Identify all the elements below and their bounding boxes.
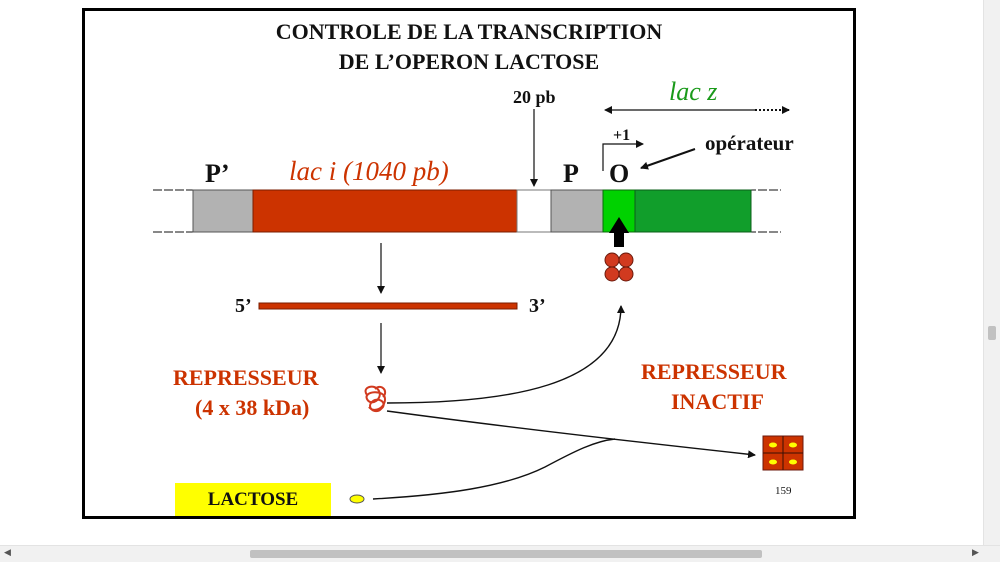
horizontal-scroll-thumb[interactable] xyxy=(250,550,762,558)
operateur-label: opérateur xyxy=(705,131,794,155)
lactose-curve xyxy=(372,438,616,500)
p-prime-segment xyxy=(192,189,254,233)
represseur-size-label: (4 x 38 kDa) xyxy=(195,395,310,420)
pb20-label: 20 pb xyxy=(513,87,556,107)
lac-z-label: lac z xyxy=(669,77,718,106)
p-label: P xyxy=(563,159,579,188)
title-line-1: CONTROLE DE LA TRANSCRIPTION xyxy=(275,19,663,44)
title-line-2: DE L’OPERON LACTOSE xyxy=(338,49,600,74)
represseur-label: REPRESSEUR xyxy=(173,365,319,390)
p-prime-label: P’ xyxy=(205,159,230,188)
o-label: O xyxy=(609,159,630,188)
operateur-arrow xyxy=(640,148,696,170)
vertical-scroll-thumb[interactable] xyxy=(988,326,996,340)
tangled-protein-icon xyxy=(364,385,387,413)
mrna-bar xyxy=(258,302,518,310)
scroll-left-icon[interactable]: ◀ xyxy=(4,548,11,558)
lactose-oval-icon xyxy=(349,494,365,504)
operon-diagram xyxy=(153,106,804,516)
binding-curve xyxy=(386,305,625,404)
binding-arrow xyxy=(609,217,629,247)
transcription-start-arrow xyxy=(602,140,644,171)
spacer-segment xyxy=(516,189,552,233)
plus1-label: +1 xyxy=(613,127,631,144)
represseur-inactif-label-2: INACTIF xyxy=(671,389,764,414)
slide: CONTROLE DE LA TRANSCRIPTION DE L’OPERON… xyxy=(82,8,856,519)
repressor-tetramer-icon xyxy=(604,252,634,282)
p-segment xyxy=(550,189,604,233)
scroll-right-icon[interactable]: ▶ xyxy=(972,548,979,558)
lactose-label: LACTOSE xyxy=(207,489,299,510)
page-number: 159 xyxy=(775,485,792,497)
vertical-scrollbar[interactable] xyxy=(983,0,1000,546)
inactivation-line xyxy=(386,410,756,459)
five-prime-label: 5’ xyxy=(235,295,252,317)
horizontal-scrollbar[interactable]: ◀ ▶ xyxy=(0,545,1000,562)
lac-i-segment xyxy=(252,189,518,233)
inactive-repressor-icon xyxy=(762,435,804,471)
represseur-inactif-label-1: REPRESSEUR xyxy=(641,359,787,384)
three-prime-label: 3’ xyxy=(529,295,546,317)
lac-i-label: lac i (1040 pb) xyxy=(289,156,449,186)
lactose-box-bg xyxy=(175,483,331,516)
lac-z-segment xyxy=(634,189,752,233)
